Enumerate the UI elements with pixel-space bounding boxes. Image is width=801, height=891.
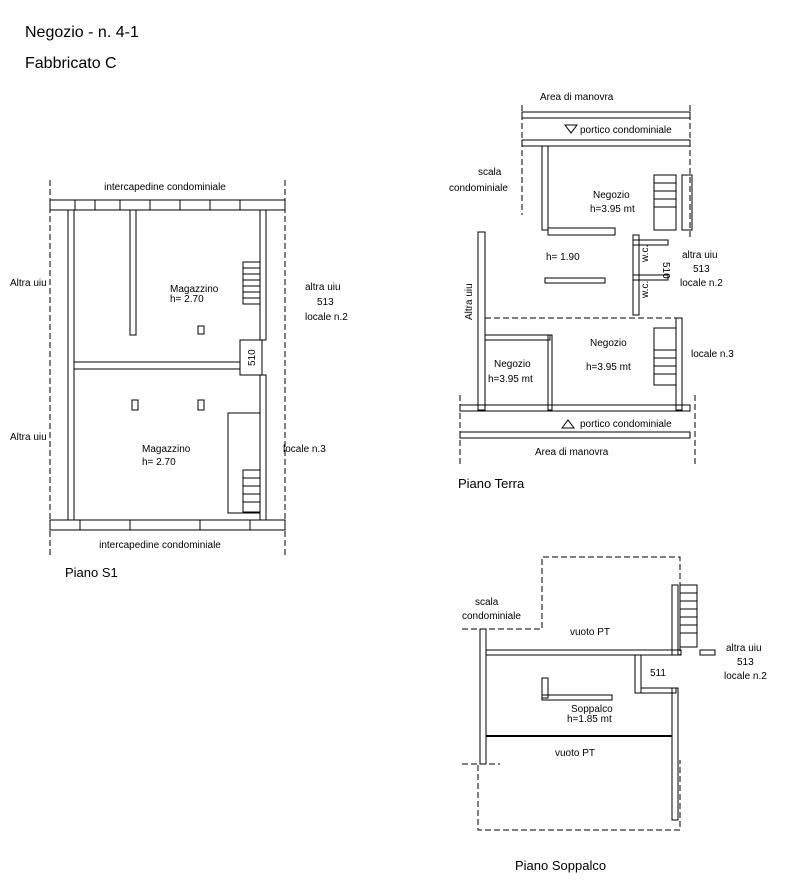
- pt-right-top-3: locale n.2: [680, 278, 723, 289]
- s1-left-bottom: Altra uiu: [10, 432, 47, 443]
- s1-right-top-1: altra uiu: [305, 282, 341, 293]
- s1-caption: Piano S1: [65, 565, 118, 580]
- s1-right-top-3: locale n.2: [305, 312, 348, 323]
- ps-room-height: h=1.85 mt: [567, 714, 612, 725]
- s1-room2-height: h= 2.70: [142, 457, 176, 468]
- pt-right-bottom: locale n.3: [691, 349, 734, 360]
- building-label: Fabbricato C: [25, 55, 117, 72]
- plan-title: Negozio - n. 4-1: [25, 24, 139, 41]
- pt-negozio-left-name: Negozio: [494, 359, 531, 370]
- s1-room1-name: Magazzino: [170, 284, 219, 295]
- entrance-arrow-icon: [564, 124, 578, 134]
- pt-negozio-right-name: Negozio: [590, 338, 627, 349]
- pt-caption: Piano Terra: [458, 476, 525, 491]
- s1-left-top: Altra uiu: [10, 278, 47, 289]
- pt-negozio-right-height: h=3.95 mt: [586, 362, 631, 373]
- pt-negozio-left-height: h=3.95 mt: [488, 374, 533, 385]
- s1-room2-name: Magazzino: [142, 444, 191, 455]
- ps-right-3: locale n.2: [724, 671, 767, 682]
- ps-stair-number: 511: [650, 668, 666, 679]
- stair-icon: [653, 174, 693, 386]
- ps-scala-1: scala: [475, 597, 499, 608]
- piano-terra-plan: Area di manovra portico condominiale por…: [449, 92, 734, 491]
- s1-room1-height: h= 2.70: [170, 294, 204, 305]
- pt-portico-bottom: portico condominiale: [580, 419, 672, 430]
- ps-caption: Piano Soppalco: [515, 858, 606, 873]
- ps-vuoto-top: vuoto PT: [570, 627, 610, 638]
- entrance-arrow-icon: [561, 419, 575, 429]
- pt-right-top-1: altra uiu: [682, 250, 718, 261]
- pt-wc1: w.c.: [640, 245, 651, 263]
- pt-scala-1: scala: [478, 167, 502, 178]
- pt-left: Altra uiu: [464, 283, 475, 320]
- ps-right-1: altra uiu: [726, 643, 762, 654]
- s1-stair-number: 510: [247, 349, 258, 366]
- s1-top-label: intercapedine condominiale: [104, 182, 226, 193]
- s1-right-top-2: 513: [317, 297, 334, 308]
- pt-right-top-2: 513: [693, 264, 710, 275]
- stair-icon: [679, 584, 698, 648]
- pt-negozio-top-name: Negozio: [593, 190, 630, 201]
- pt-area-bottom: Area di manovra: [535, 447, 609, 458]
- pt-wc2: w.c.: [640, 281, 651, 299]
- piano-s1-plan: intercapedine condominiale intercapedine…: [10, 180, 348, 580]
- pt-middle-height: h= 1.90: [546, 252, 580, 263]
- s1-right-bottom: locale n.3: [283, 444, 326, 455]
- pt-area-top: Area di manovra: [540, 92, 614, 103]
- s1-bottom-label: intercapedine condominiale: [99, 540, 221, 551]
- ps-scala-2: condominiale: [462, 611, 521, 622]
- stair-icon: [242, 261, 261, 513]
- ps-right-2: 513: [737, 657, 754, 668]
- ps-room-name: Soppalco: [571, 704, 613, 715]
- pt-stair-number: 510: [660, 262, 671, 279]
- piano-soppalco-plan: scala condominiale vuoto PT vuoto PT Sop…: [462, 556, 767, 873]
- pt-portico-top: portico condominiale: [580, 125, 672, 136]
- ps-vuoto-bottom: vuoto PT: [555, 748, 595, 759]
- pt-scala-2: condominiale: [449, 183, 508, 194]
- pt-negozio-top-height: h=3.95 mt: [590, 204, 635, 215]
